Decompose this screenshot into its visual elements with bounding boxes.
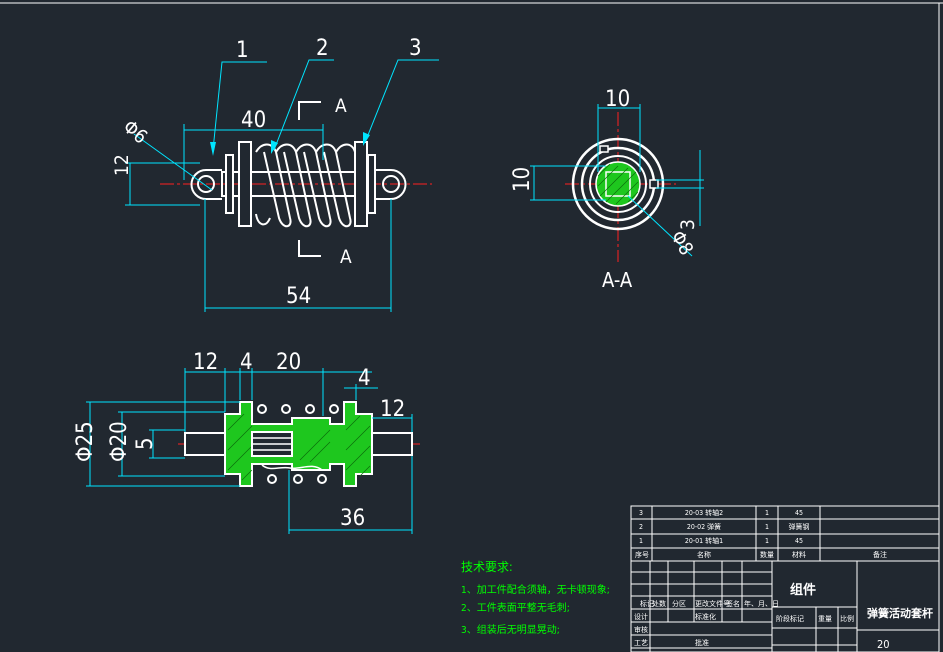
- bottom-view: 12 4 20 4 12 Φ25 Φ20 5 36: [73, 350, 420, 534]
- tb-label: 分区: [672, 599, 686, 608]
- dim-section-10-height: 10: [510, 167, 535, 192]
- bom-row-name: 20-02 弹簧: [687, 522, 721, 531]
- dim-bottom-36: 36: [340, 506, 365, 531]
- right-end-stub: [371, 432, 413, 456]
- tb-label: 阶段标记: [776, 614, 804, 623]
- dim-bottom-phi25: Φ25: [73, 421, 98, 462]
- bom-row-no: 3: [639, 509, 643, 517]
- left-flange-b: [238, 141, 252, 227]
- front-dimension-lines: [125, 59, 439, 312]
- notes-title: 技术要求:: [461, 560, 513, 574]
- bom-header-name: 名称: [697, 550, 711, 559]
- right-flange-a: [367, 154, 376, 214]
- tb-drawing-name: 弹簧活动套杆: [867, 606, 933, 620]
- title-block: 标记 处数 分区 更改文件号 签名 年、月、日 设计 标准化 阶段标记 重量 比…: [630, 560, 940, 652]
- bom-header-no: 序号: [635, 550, 649, 559]
- bottom-hatch: [227, 413, 371, 481]
- note-line-1: 1、加工件配合须轴，无卡顿现象;: [461, 583, 610, 596]
- section-mark-top: A: [335, 95, 347, 117]
- bom-header-remark: 备注: [873, 550, 887, 559]
- dim-bottom-4a: 4: [240, 350, 253, 375]
- bom-row-material: 弹簧钢: [789, 522, 810, 531]
- bom-table: 3 20-03 转轴2 1 45 2 20-02 弹簧 1 弹簧钢 1 20-0…: [630, 505, 940, 562]
- left-eye-hole: [197, 175, 215, 193]
- dim-40: 40: [241, 108, 266, 133]
- bore-ribs: [252, 437, 292, 451]
- tb-label: 审核: [634, 625, 648, 634]
- section-square-key: [605, 171, 631, 197]
- tb-type-label: 组件: [790, 582, 816, 598]
- dim-section-phi8: Φ8: [666, 227, 697, 259]
- note-line-3: 3、组装后无明显晃动;: [461, 623, 560, 636]
- section-mark-bottom: A: [340, 246, 352, 268]
- technical-notes: 技术要求: 1、加工件配合须轴，无卡顿现象; 2、工件表面平整无毛刺; 3、组装…: [461, 560, 610, 636]
- tb-drawing-no: 20: [877, 638, 890, 651]
- right-eye-outline: [371, 169, 407, 200]
- dim-bottom-phi20: Φ20: [107, 421, 132, 462]
- note-line-2: 2、工件表面平整无毛刺;: [461, 601, 570, 614]
- bom-row-material: 45: [795, 509, 803, 517]
- section-mark-top-line: [298, 101, 321, 120]
- section-hatch: [597, 163, 639, 205]
- bom-header-qty: 数量: [760, 550, 774, 559]
- dim-bottom-12b: 12: [380, 397, 405, 422]
- bom-row-qty: 1: [765, 509, 769, 517]
- front-view: A A 1 2 3: [111, 36, 439, 312]
- bom-row-no: 2: [639, 523, 643, 531]
- section-notch-right: [649, 179, 659, 189]
- bottom-spring-coils: [257, 404, 339, 484]
- section-dimension-lines: [530, 104, 704, 257]
- right-eye-hole: [382, 175, 400, 193]
- dim-section-10-width: 10: [605, 87, 630, 112]
- bom-row-qty: 1: [765, 523, 769, 531]
- bom-row-name: 20-03 转轴2: [685, 508, 723, 517]
- front-spring: [255, 143, 356, 228]
- section-inner-ring: [589, 155, 647, 213]
- dim-54: 54: [286, 284, 311, 309]
- balloon-3: 3: [409, 36, 422, 61]
- section-caption: A-A: [602, 268, 633, 292]
- section-view: 10 10 3 Φ8 A-A: [510, 87, 704, 292]
- bom-row-no: 1: [639, 537, 643, 545]
- dim-12: 12: [111, 154, 133, 176]
- spring-connector: [261, 464, 323, 471]
- left-flange-a: [225, 154, 234, 214]
- section-outer-ring: [571, 137, 665, 231]
- left-eye-outline: [190, 169, 222, 200]
- bom-row-qty: 1: [765, 537, 769, 545]
- section-body: [224, 401, 373, 487]
- tb-label: 处数: [652, 599, 666, 608]
- dim-section-3: 3: [677, 219, 699, 230]
- section-mark-bottom-line: [298, 240, 321, 257]
- tb-label: 标记: [640, 599, 654, 608]
- bom-header-material: 材料: [792, 550, 806, 559]
- section-notch-top: [599, 145, 609, 153]
- tb-label: 更改文件号: [695, 599, 730, 608]
- bottom-dimension-lines: [86, 368, 413, 534]
- balloon-2: 2: [316, 36, 329, 61]
- right-flange-b: [354, 141, 368, 227]
- left-end-stub: [184, 432, 226, 456]
- tb-label: 批准: [695, 638, 709, 647]
- dim-bottom-20: 20: [276, 350, 301, 375]
- dim-bottom-4b: 4: [358, 366, 371, 391]
- dim-bottom-12: 12: [193, 350, 218, 375]
- dim-bottom-5: 5: [133, 437, 158, 450]
- tb-label: 重量: [818, 615, 832, 623]
- tb-label: 标准化: [695, 612, 716, 621]
- bom-row-name: 20-01 转轴1: [685, 536, 723, 545]
- tb-label: 签名: [726, 599, 740, 608]
- front-arrowheads: [210, 132, 370, 156]
- tb-label: 设计: [634, 612, 648, 621]
- tb-label: 年、月、日: [744, 599, 779, 608]
- balloon-1: 1: [236, 38, 249, 63]
- bom-row-material: 45: [795, 537, 803, 545]
- tb-label: 比例: [840, 614, 854, 623]
- tb-label: 工艺: [634, 639, 648, 647]
